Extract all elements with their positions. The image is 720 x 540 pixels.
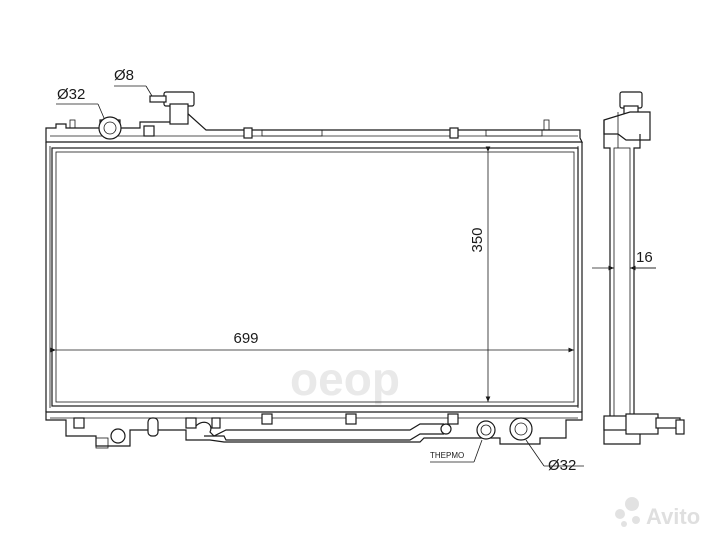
thickness-label: 16	[636, 249, 653, 266]
radiator-side-view	[603, 91, 685, 445]
watermark-logo: oeop	[290, 353, 400, 405]
width-label: 699	[233, 330, 258, 347]
avito-watermark: Avito	[615, 497, 700, 529]
callout-overflow: Ø8	[114, 67, 153, 97]
outlet-pipe	[509, 417, 533, 441]
callout-outlet: Ø32	[525, 439, 584, 474]
callout-inlet: Ø32	[56, 86, 105, 119]
bottom-tank	[45, 411, 583, 447]
thermo-label: THEPMO	[430, 451, 464, 460]
avito-text: Avito	[646, 504, 700, 529]
mounting-bracket	[143, 125, 155, 137]
overflow-label: Ø8	[114, 67, 134, 84]
top-tank	[45, 110, 583, 143]
radiator-front-view	[45, 91, 583, 449]
watermark-brand: oeop	[290, 353, 400, 405]
height-label: 350	[469, 227, 486, 252]
inlet-label: Ø32	[57, 86, 85, 103]
thermo-sensor	[476, 420, 496, 440]
dimension-thickness: 16	[592, 249, 656, 271]
outlet-label: Ø32	[548, 457, 576, 474]
callout-thermo: THEPMO	[430, 439, 483, 463]
overflow-tube	[149, 95, 167, 103]
dimension-height: 350	[469, 146, 491, 402]
dimension-width: 699	[50, 330, 574, 353]
inlet-pipe	[98, 116, 122, 140]
